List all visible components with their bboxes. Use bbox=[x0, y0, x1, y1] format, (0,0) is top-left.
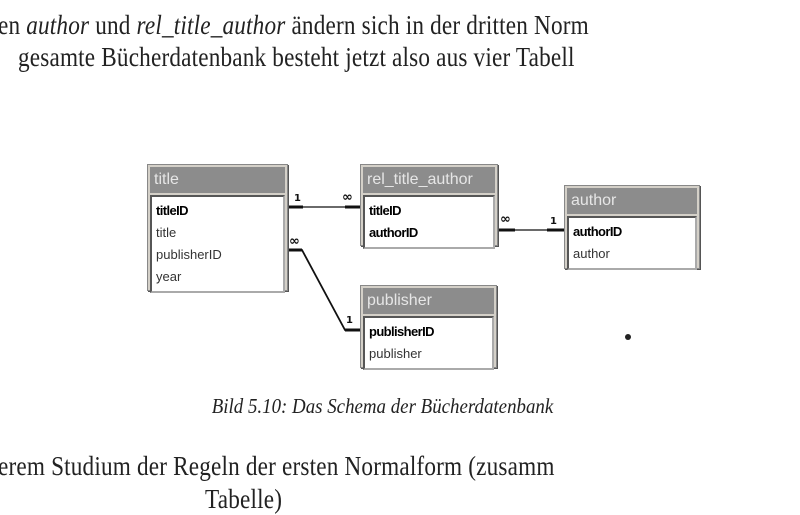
card-label: ∞ bbox=[342, 190, 353, 205]
field-row: authorID bbox=[369, 225, 418, 240]
body-text-line-3: erem Studium der Regeln der ersten Norma… bbox=[0, 451, 555, 481]
field-row: year bbox=[156, 269, 182, 284]
figure-caption: Bild 5.10: Das Schema der Bücherdatenban… bbox=[211, 394, 554, 418]
field-row: authorID bbox=[573, 224, 622, 239]
field-row: titleID bbox=[156, 203, 189, 218]
table-author[interactable]: author authorID author bbox=[564, 185, 700, 270]
table-publisher[interactable]: publisher publisherID publisher bbox=[360, 285, 497, 370]
field-row: publisherID bbox=[369, 324, 435, 339]
card-label: ∞ bbox=[289, 234, 300, 249]
field-row: author bbox=[573, 246, 610, 261]
card-label: 1 bbox=[346, 315, 353, 326]
field-row: publisher bbox=[369, 346, 422, 361]
body-text-line-2: gesamte Bücherdatenbank besteht jetzt al… bbox=[18, 42, 575, 72]
table-title[interactable]: title titleID title publisherID year bbox=[147, 164, 288, 293]
relationship-lines bbox=[288, 205, 631, 340]
table-rel-title-author[interactable]: rel_title_author titleID authorID bbox=[360, 164, 498, 249]
field-row: publisherID bbox=[156, 247, 222, 262]
field-row: title bbox=[156, 225, 177, 240]
card-label: 1 bbox=[550, 216, 557, 227]
card-label: ∞ bbox=[500, 212, 511, 227]
table-header: title bbox=[150, 167, 285, 193]
card-label: 1 bbox=[294, 193, 301, 204]
table-header: rel_title_author bbox=[363, 167, 495, 193]
body-text-line-1: en author und rel_title_author ändern si… bbox=[0, 10, 589, 40]
field-row: titleID bbox=[369, 203, 402, 218]
cursor-artifact-icon bbox=[625, 334, 631, 340]
table-header: publisher bbox=[363, 288, 494, 314]
table-header: author bbox=[567, 188, 697, 214]
